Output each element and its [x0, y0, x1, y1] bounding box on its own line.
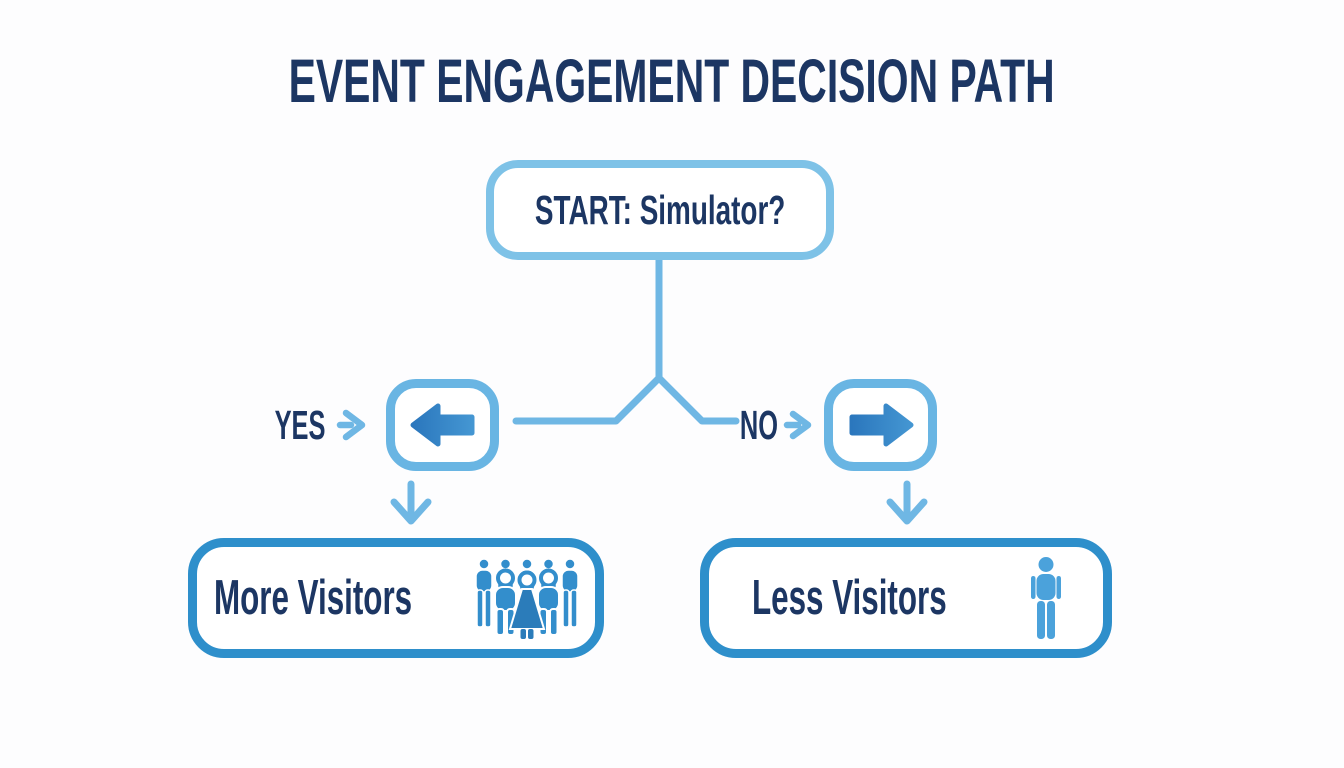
- no-branch-label: NO: [739, 402, 779, 448]
- start-node-label: START: Simulator?: [534, 186, 786, 233]
- yes-arrow-icon: [336, 409, 366, 441]
- arrow-right-icon: [849, 403, 913, 447]
- more-visitors-label: More Visitors: [213, 571, 412, 625]
- single-visitor-icon: [1030, 557, 1061, 639]
- more-visitors-label-wrap: More Visitors: [214, 567, 450, 629]
- down-arrow-right-icon: [886, 480, 928, 525]
- yes-branch-label: YES: [274, 402, 326, 448]
- no-arrow-icon: [783, 410, 812, 440]
- page-title: EVENT ENGAGEMENT DECISION PATH: [0, 46, 1344, 116]
- branch-connector-line: [512, 255, 740, 425]
- down-arrow-left-icon: [390, 480, 432, 525]
- less-visitors-node: Less Visitors: [700, 538, 1112, 658]
- group-visitors-icon: [474, 558, 579, 639]
- arrow-left-icon: [410, 403, 474, 447]
- less-visitors-label-wrap: Less Visitors: [752, 567, 985, 629]
- yes-direction-node: [386, 379, 499, 471]
- more-visitors-node: More Visitors: [188, 538, 604, 658]
- page-title-text: EVENT ENGAGEMENT DECISION PATH: [289, 47, 1055, 115]
- start-node: START: Simulator?: [486, 160, 834, 260]
- less-visitors-label: Less Visitors: [751, 571, 947, 625]
- no-direction-node: [824, 379, 937, 471]
